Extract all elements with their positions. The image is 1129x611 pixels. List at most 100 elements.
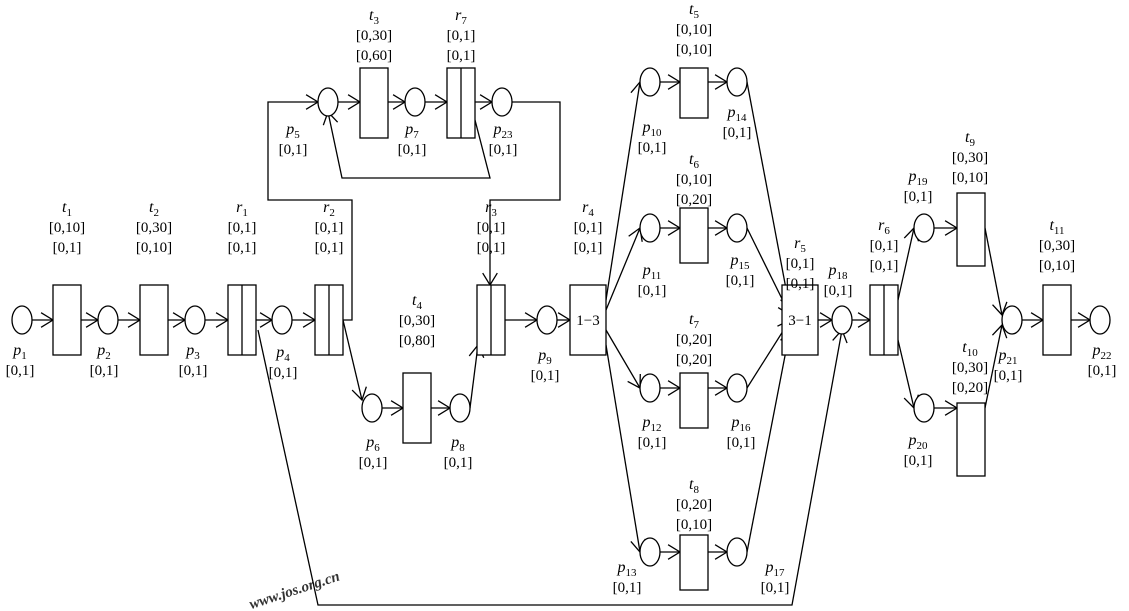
- transition-t2: t2[0,30][0,10]: [136, 199, 172, 356]
- place-label: p11: [642, 262, 662, 282]
- transition-interval: [0,1]: [228, 240, 257, 256]
- place-interval: [0,1]: [761, 580, 790, 596]
- transition-box: [679, 67, 709, 119]
- place-interval: [0,1]: [824, 283, 853, 299]
- place-interval: [0,1]: [727, 435, 756, 451]
- place-label: p15: [730, 252, 751, 272]
- arc: [267, 101, 353, 321]
- transition-interval: [0,20]: [676, 192, 712, 208]
- place-interval: [0,1]: [638, 435, 667, 451]
- transition-interval: [0,30]: [356, 28, 392, 44]
- arc: [746, 329, 791, 553]
- transition-interval: [0,1]: [870, 238, 899, 254]
- place-p21: p21[0,1]: [994, 305, 1023, 384]
- place-interval: [0,1]: [904, 189, 933, 205]
- place-p9: p9[0,1]: [531, 305, 559, 384]
- arc: [342, 319, 363, 401]
- place-circle: [184, 305, 206, 335]
- transition-label: r6: [878, 217, 890, 237]
- place-circle: [271, 305, 293, 335]
- transition-label: t11: [1049, 217, 1064, 237]
- transition-interval: [0,1]: [477, 220, 506, 236]
- transition-label: r3: [485, 199, 497, 219]
- place-interval: [0,1]: [613, 580, 642, 596]
- place-circle: [449, 393, 471, 423]
- place-label: p10: [642, 119, 663, 139]
- place-p6: p6[0,1]: [359, 393, 387, 471]
- transition-interval: [0,60]: [356, 48, 392, 64]
- transition-interval: [0,1]: [315, 240, 344, 256]
- transition-interval: [0,30]: [952, 360, 988, 376]
- transition-interval: [0,1]: [477, 240, 506, 256]
- transition-inner-label: 3−1: [788, 313, 811, 329]
- place-label: p6: [365, 434, 380, 454]
- transition-interval: [0,30]: [1039, 238, 1075, 254]
- transition-interval: [0,10]: [676, 22, 712, 38]
- place-label: p16: [731, 414, 752, 434]
- place-interval: [0,1]: [638, 283, 667, 299]
- place-circle: [11, 305, 33, 335]
- place-circle: [639, 373, 661, 403]
- arc: [605, 81, 641, 301]
- transition-t3: t3[0,30][0,60]: [356, 7, 392, 139]
- transition-interval: [0,30]: [136, 220, 172, 236]
- place-p5: p5[0,1]: [279, 87, 339, 158]
- transition-box: [956, 402, 986, 477]
- place-p16: p16[0,1]: [726, 373, 756, 451]
- arc: [327, 111, 491, 179]
- transition-r1: r1[0,1][0,1]: [227, 199, 257, 356]
- place-circle: [1089, 305, 1111, 335]
- place-circle: [726, 373, 748, 403]
- transition-label: t1: [62, 199, 72, 219]
- place-label: p4: [275, 344, 290, 364]
- place-label: p23: [493, 121, 514, 141]
- place-interval: [0,1]: [723, 125, 752, 141]
- transition-interval: [0,20]: [676, 497, 712, 513]
- place-label: p1: [12, 342, 27, 362]
- arc: [984, 324, 1003, 409]
- place-interval: [0,1]: [489, 142, 518, 158]
- transition-interval: [0,1]: [574, 240, 603, 256]
- transition-label: r1: [236, 199, 248, 219]
- transitions: t1[0,10][0,1]t2[0,30][0,10]t3[0,30][0,60…: [49, 1, 1075, 591]
- place-circle: [726, 537, 748, 567]
- transition-r3: r3[0,1][0,1]: [476, 199, 506, 356]
- place-label: p13: [617, 559, 638, 579]
- place-interval: [0,1]: [269, 365, 298, 381]
- place-circle: [831, 305, 853, 335]
- transition-t7: t7[0,20][0,20]: [676, 311, 712, 429]
- place-interval: [0,1]: [1088, 363, 1117, 379]
- place-label: p18: [828, 262, 849, 282]
- transition-interval: [0,1]: [786, 256, 815, 272]
- place-circle: [491, 87, 513, 117]
- place-p14: p14[0,1]: [723, 67, 752, 141]
- transition-interval: [0,10]: [952, 170, 988, 186]
- transition-interval: [0,10]: [676, 42, 712, 58]
- place-circle: [639, 67, 661, 97]
- transition-t8: t8[0,20][0,10]: [676, 476, 712, 591]
- place-interval: [0,1]: [726, 273, 755, 289]
- arc-arrowhead: [351, 386, 367, 402]
- place-label: p12: [642, 414, 662, 434]
- arc: [489, 101, 561, 285]
- transition-label: t7: [689, 311, 699, 331]
- transition-interval: [0,1]: [786, 276, 815, 292]
- transition-label: t5: [689, 1, 699, 21]
- transition-r7: r7[0,1][0,1]: [446, 7, 476, 139]
- transition-label: t9: [965, 129, 975, 149]
- place-circle: [726, 213, 748, 243]
- place-interval: [0,1]: [279, 142, 308, 158]
- place-p10: p10[0,1]: [638, 67, 666, 156]
- place-label: p20: [908, 432, 929, 452]
- transition-r5: 3−1r5[0,1][0,1]: [781, 235, 819, 356]
- place-circle: [97, 305, 119, 335]
- places: p1[0,1]p2[0,1]p3[0,1]p4[0,1]p5[0,1]p6[0,…: [6, 67, 1117, 596]
- place-label: p7: [404, 121, 419, 141]
- place-p20: p20[0,1]: [904, 393, 935, 469]
- transition-label: t8: [689, 476, 699, 496]
- transition-interval: [0,1]: [53, 240, 82, 256]
- transition-t9: t9[0,30][0,10]: [952, 129, 988, 267]
- transition-interval: [0,1]: [447, 48, 476, 64]
- transition-box: [402, 372, 432, 444]
- place-p22: p22[0,1]: [1088, 305, 1117, 379]
